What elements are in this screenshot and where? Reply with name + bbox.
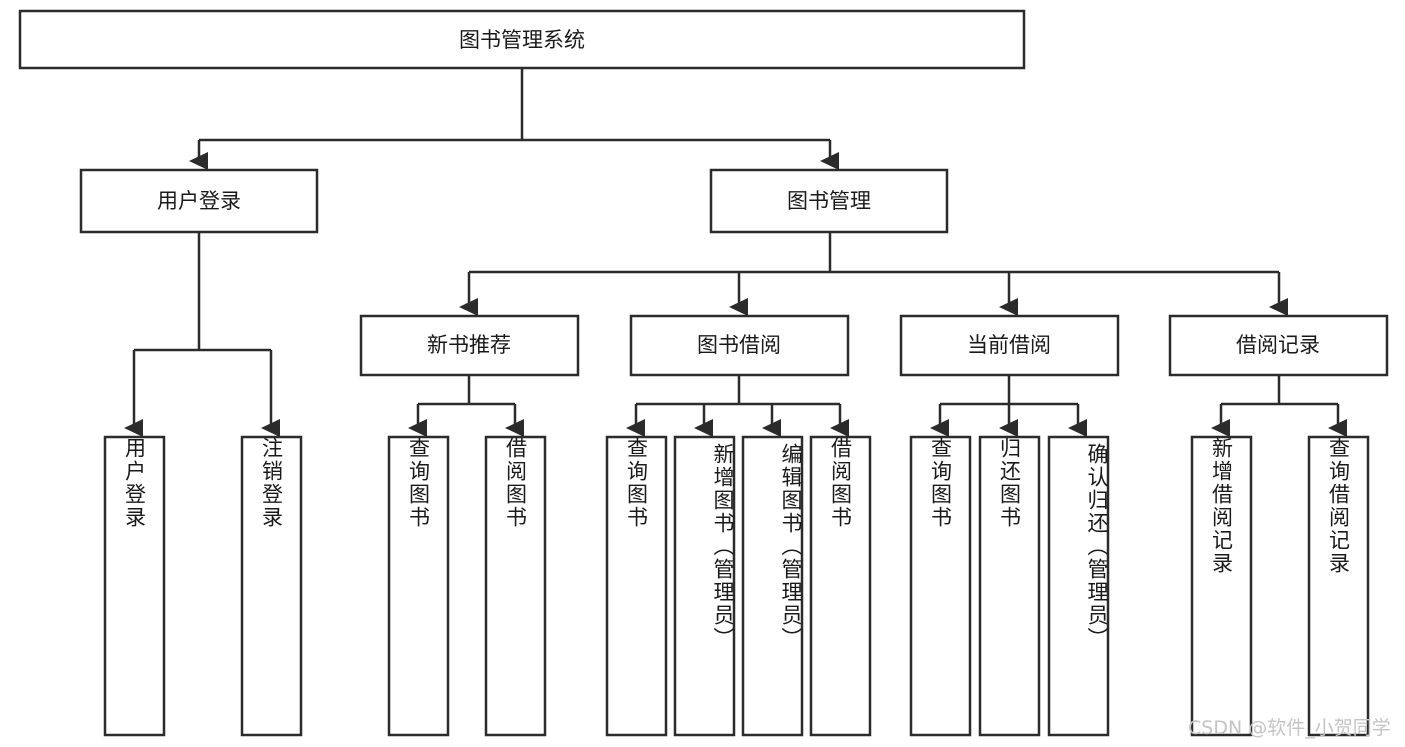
node-leaf-confirm-return-box[interactable] xyxy=(1047,435,1110,737)
node-leaf-user-login-box[interactable] xyxy=(103,435,166,737)
node-user-login-label: 用户登录 xyxy=(157,189,241,213)
node-current-borrow-label: 当前借阅 xyxy=(967,333,1051,357)
csdn-watermark: CSDN @软件_小贺同学 xyxy=(1188,717,1391,739)
node-leaf-borrow-book-2-box[interactable] xyxy=(809,435,872,737)
node-new-book-rec-label: 新书推荐 xyxy=(427,333,511,357)
connector-group-root xyxy=(188,68,839,171)
node-leaf-query-book-2-box[interactable] xyxy=(605,435,668,737)
node-book-borrow[interactable]: 图书借阅 xyxy=(629,314,850,377)
connector-group-borrow-record xyxy=(1210,375,1347,438)
node-book-manage-box[interactable] xyxy=(709,168,949,234)
connector-group-new-book-rec xyxy=(407,375,524,438)
node-user-login-box[interactable] xyxy=(79,168,319,234)
node-book-borrow-box[interactable] xyxy=(629,314,850,377)
node-leaf-logout-login-box[interactable] xyxy=(240,435,303,737)
node-current-borrow-box[interactable] xyxy=(899,314,1120,377)
node-borrow-record-box[interactable] xyxy=(1168,314,1389,377)
node-borrow-record-label: 借阅记录 xyxy=(1236,333,1320,357)
connector-group-user-login xyxy=(123,232,280,438)
node-root-label: 图书管理系统 xyxy=(459,28,585,52)
node-book-manage[interactable]: 图书管理 xyxy=(709,168,949,234)
node-root[interactable]: 图书管理系统 xyxy=(18,9,1026,70)
node-leaf-query-book-1-box[interactable] xyxy=(387,435,450,737)
node-leaf-query-book-3-box[interactable] xyxy=(909,435,972,737)
node-root-box[interactable] xyxy=(18,9,1026,70)
node-leaf-return-book-box[interactable] xyxy=(978,435,1041,737)
node-leaf-add-book-box[interactable] xyxy=(673,435,736,737)
node-leaf-query-record-box[interactable] xyxy=(1307,435,1370,737)
node-book-manage-label: 图书管理 xyxy=(787,189,871,213)
node-current-borrow[interactable]: 当前借阅 xyxy=(899,314,1120,377)
connector-group-book-manage xyxy=(458,232,1288,317)
node-leaf-borrow-book-1-box[interactable] xyxy=(484,435,547,737)
node-new-book-rec-box[interactable] xyxy=(359,314,580,377)
node-borrow-record[interactable]: 借阅记录 xyxy=(1168,314,1389,377)
node-user-login[interactable]: 用户登录 xyxy=(79,168,319,234)
node-leaf-edit-book-box[interactable] xyxy=(741,435,804,737)
node-new-book-rec[interactable]: 新书推荐 xyxy=(359,314,580,377)
node-leaf-add-record-box[interactable] xyxy=(1190,435,1253,737)
connector-group-current-borrow xyxy=(929,375,1087,438)
node-book-borrow-label: 图书借阅 xyxy=(697,333,781,357)
connector-group-book-borrow xyxy=(625,375,849,438)
